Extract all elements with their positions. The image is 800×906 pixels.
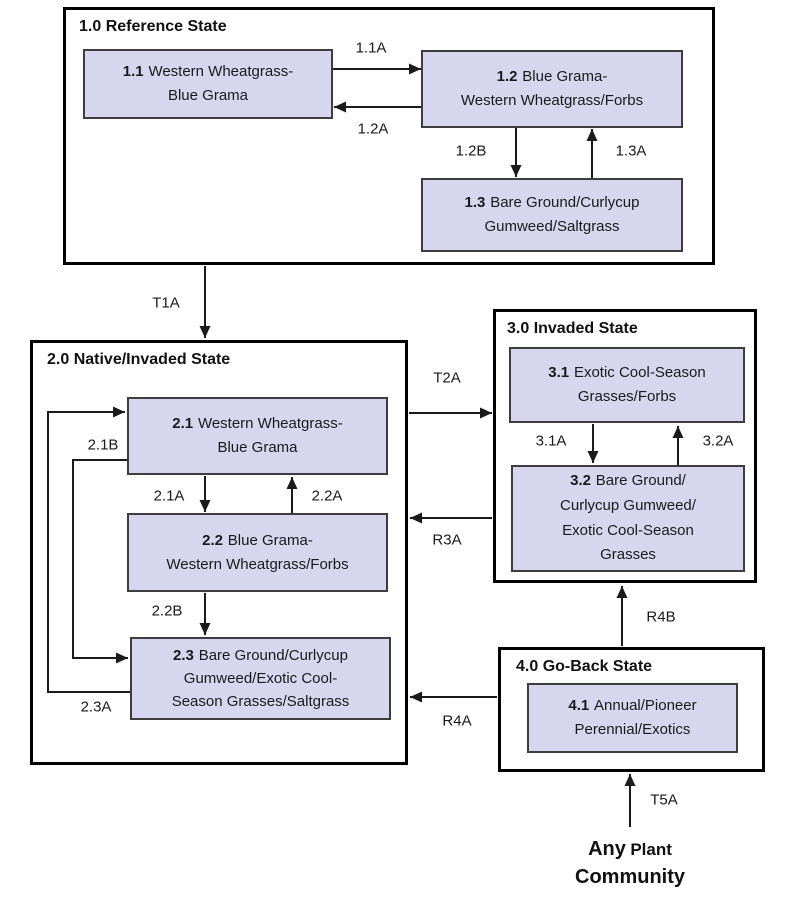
arrow-2.1B [72, 459, 128, 664]
community-id: 1.2 [496, 68, 518, 85]
community-id: 4.1 [568, 697, 590, 714]
state-title-reference: 1.0 Reference State [79, 18, 227, 35]
community-id: 3.2 [570, 472, 591, 489]
transition-label-2.3A: 2.3A [80, 698, 112, 716]
transition-label-R4B: R4B [646, 608, 676, 626]
community-id: 2.1 [172, 415, 194, 432]
transition-label-1.2A: 1.2A [357, 120, 389, 138]
community-id: 1.3 [464, 194, 486, 211]
transition-label-T1A: T1A [152, 294, 180, 312]
community-id: 1.1 [122, 63, 144, 80]
transition-label-1.1A: 1.1A [355, 39, 387, 57]
community-name: Annual/Pioneer Perennial/Exotics [574, 697, 697, 738]
transition-label-2.2B: 2.2B [151, 602, 183, 620]
word-plant: Plant [630, 840, 672, 859]
transition-label-1.2B: 1.2B [455, 142, 487, 160]
community-name: Bare Ground/Curlycup Gumweed/Saltgrass [484, 194, 640, 235]
community-name: Blue Grama- Western Wheatgrass/Forbs [166, 531, 349, 573]
community-id: 2.2 [202, 531, 223, 549]
state-box-invaded: 3.0 Invaded State [493, 309, 757, 583]
state-title-invaded: 3.0 Invaded State [507, 320, 638, 337]
state-box-native-invaded: 2.0 Native/Invaded State [30, 340, 408, 765]
transition-label-2.1A: 2.1A [153, 487, 185, 505]
community-name: Blue Grama- Western Wheatgrass/Forbs [460, 68, 644, 109]
community-name: Western Wheatgrass- Blue Grama [148, 63, 294, 104]
state-title-native-invaded: 2.0 Native/Invaded State [47, 351, 231, 368]
community-id: 3.1 [548, 364, 570, 381]
community-name: Western Wheatgrass- Blue Grama [197, 415, 343, 456]
state-box-reference: 1.0 Reference State [63, 7, 715, 265]
any-plant-line: Any Plant [575, 836, 685, 864]
community-name: Bare Ground/ Curlycup Gumweed/ Exotic Co… [560, 472, 696, 564]
state-box-go-back: 4.0 Go-Back State [498, 647, 765, 772]
transition-label-3.1A: 3.1A [535, 432, 567, 450]
state-title-go-back: 4.0 Go-Back State [516, 658, 653, 675]
transition-label-R3A: R3A [432, 531, 462, 549]
transition-label-R4A: R4A [442, 712, 472, 730]
transition-label-T5A: T5A [650, 791, 678, 809]
transition-label-2.2A: 2.2A [311, 487, 343, 505]
community-line: Community [575, 864, 685, 892]
transition-label-3.2A: 3.2A [702, 432, 734, 450]
transition-label-1.3A: 1.3A [615, 142, 647, 160]
community-name: Exotic Cool-Season Grasses/Forbs [573, 364, 706, 405]
community-id: 2.3 [173, 646, 194, 664]
any-plant-community-label: Any Plant Community [575, 836, 685, 892]
transition-label-2.1B: 2.1B [87, 436, 119, 454]
word-community: Community [575, 866, 685, 888]
arrow-2.3A [47, 406, 130, 693]
community-name: Bare Ground/Curlycup Gumweed/Exotic Cool… [171, 646, 350, 711]
transition-label-T2A: T2A [433, 369, 461, 387]
word-any: Any [588, 838, 626, 860]
